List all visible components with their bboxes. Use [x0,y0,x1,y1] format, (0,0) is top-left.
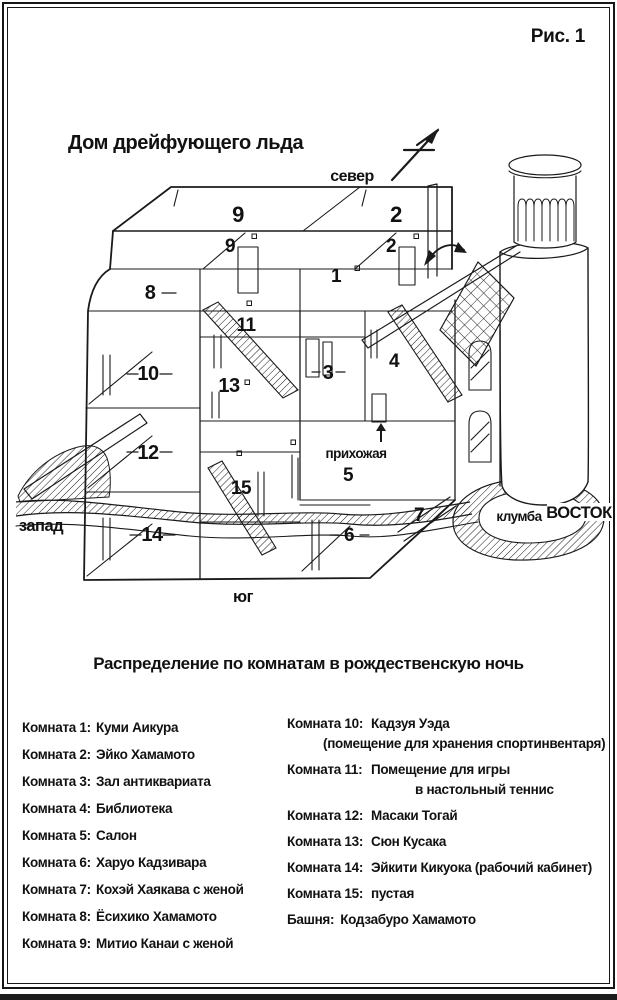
legend-item-name: Сюн Кусака [371,834,447,849]
legend-item-name: Помещение для игры [371,762,510,777]
legend-item: Комната 8: Ёсихико Хамамото [22,903,280,930]
legend-item-label: Комната 6: [22,855,91,870]
legend-item-name: Ёсихико Хамамото [96,909,217,924]
house-lines [84,186,501,579]
legend-item-continuation: в настольный теннис [415,782,554,797]
legend-item: Комната 2: Эйко Хамамото [22,741,280,768]
legend-item: Комната 10: Кадзуя Уэда (помещение для хра… [287,714,606,754]
legend-item-continuation: (помещение для хранения спортинвентаря) [323,736,606,751]
label-room-7: 7 [414,505,424,526]
legend-item-label: Комната 7: [22,882,91,897]
north-arrow-icon [390,128,440,182]
area-hallway: прихожая [325,446,386,461]
legend-item: Комната 5: Салон [22,822,280,849]
legend-item-name: Зал антиквариата [96,774,211,789]
area-flowerbed: клумба [496,509,542,524]
legend-item-label: Комната 1: [22,720,91,735]
legend-item: Комната 12: Масаки Тогай [287,806,605,826]
label-room-4: 4 [389,351,400,372]
label-room-11: 11 [236,315,256,336]
label-room-10: 10 [137,363,159,385]
label-room-8: 8 [145,282,156,304]
legend-item-name: Эйко Хамамото [96,747,195,762]
legend-item-label: Комната 8: [22,909,91,924]
legend-item-label: Комната 5: [22,828,91,843]
legend-item-name: Масаки Тогай [371,808,458,823]
legend-item-label: Комната 13: [287,834,364,849]
page-edge-shadow [0,994,617,1000]
west-ramp [23,413,148,500]
legend-item: Комната 4: Библиотека [22,795,280,822]
label-room-15: 15 [231,478,252,499]
isometric-house-diagram: 9 2 9 2 1 8 11 10 13 3 4 12 15 5 14 6 7 север запад юг ВОСТО… [15,128,614,606]
legend-item-label: Комната 10: [287,716,364,731]
label-room-3: 3 [323,362,334,384]
west-mound [17,445,111,503]
legend-item: Комната 11: Помещение для игры в настольны… [287,760,605,800]
legend-item-name: Кохэй Хаякава с женой [96,882,244,897]
bridge [361,183,521,349]
legend-item: Комната 1: Куми Аикура [22,714,280,741]
tower [499,154,590,506]
legend-item-name: Кадзуя Уэда [371,716,450,731]
legend-item-label: Комната 14: [287,860,364,875]
legend-item-name: Харуо Кадзивара [96,855,207,870]
legend-item-name: Куми Аикура [96,720,179,735]
hall-door-arrow-icon [376,423,386,442]
legend-item-name: Салон [96,828,137,843]
annex [439,261,515,463]
label-roof-2: 2 [390,202,402,227]
legend-item-name: Эйкити Кикуока (рабочий кабинет) [371,860,592,875]
label-room-12: 12 [137,442,159,464]
legend-item-label: Башня: [287,912,335,927]
legend-item-label: Комната 4: [22,801,91,816]
legend-item-name: Библиотека [96,801,173,816]
legend-item: Комната 6: Харуо Кадзивара [22,849,280,876]
legend-item-label: Комната 3: [22,774,91,789]
legend-item-label: Комната 12: [287,808,364,823]
diagram-labels: 9 2 9 2 1 8 11 10 13 3 4 12 15 5 14 6 7 север запад юг ВОСТО… [19,168,614,606]
direction-south: юг [233,588,254,606]
legend-item-label: Комната 15: [287,886,364,901]
legend-item: Комната 14: Эйкити Кикуока (рабочий кабин… [287,858,605,878]
east-label-bg [547,503,611,521]
figure-number: Рис. 1 [530,26,586,47]
legend-item: Комната 15: пустая [287,884,605,904]
legend-item-name: Митио Канаи с женой [96,936,234,951]
legend-column-right: Комната 10: Кадзуя Уэда (помещение для хра… [287,714,606,936]
legend-item-name: Кодзабуро Хамамото [340,912,476,927]
label-roof-9: 9 [232,202,244,227]
legend-heading: Распределение по комнатам в рождественск… [93,654,524,673]
label-room-14: 14 [141,524,164,546]
legend-item: Комната 7: Кохэй Хаякава с женой [22,876,280,903]
legend-item: Комната 13: Сюн Кусака [287,832,605,852]
label-room-13: 13 [218,375,240,397]
direction-west: запад [19,517,64,535]
label-room-6: 6 [344,525,354,546]
legend-item: Комната 3: Зал антиквариата [22,768,280,795]
staircases [202,301,463,556]
plan-title: Дом дрейфующего льда [68,132,304,154]
label-room-5: 5 [343,465,354,486]
label-room-1: 1 [331,266,342,287]
direction-east: ВОСТОК [546,504,613,522]
label-attic-9: 9 [225,236,235,257]
ground-band [15,499,473,526]
marker-squares [236,233,419,456]
legend-item-label: Комната 11: [287,762,363,777]
label-attic-2: 2 [386,236,396,257]
legend-item: Башня: Кодзабуро Хамамото [287,910,605,930]
leader-dashes [126,292,370,536]
legend-item-label: Комната 2: [22,747,91,762]
legend-item: Комната 9: Митио Канаи с женой [22,930,280,957]
legend-item-name: пустая [371,886,415,901]
house-outline [83,186,456,581]
legend-item-label: Комната 9: [22,936,91,951]
direction-north: север [330,168,374,185]
